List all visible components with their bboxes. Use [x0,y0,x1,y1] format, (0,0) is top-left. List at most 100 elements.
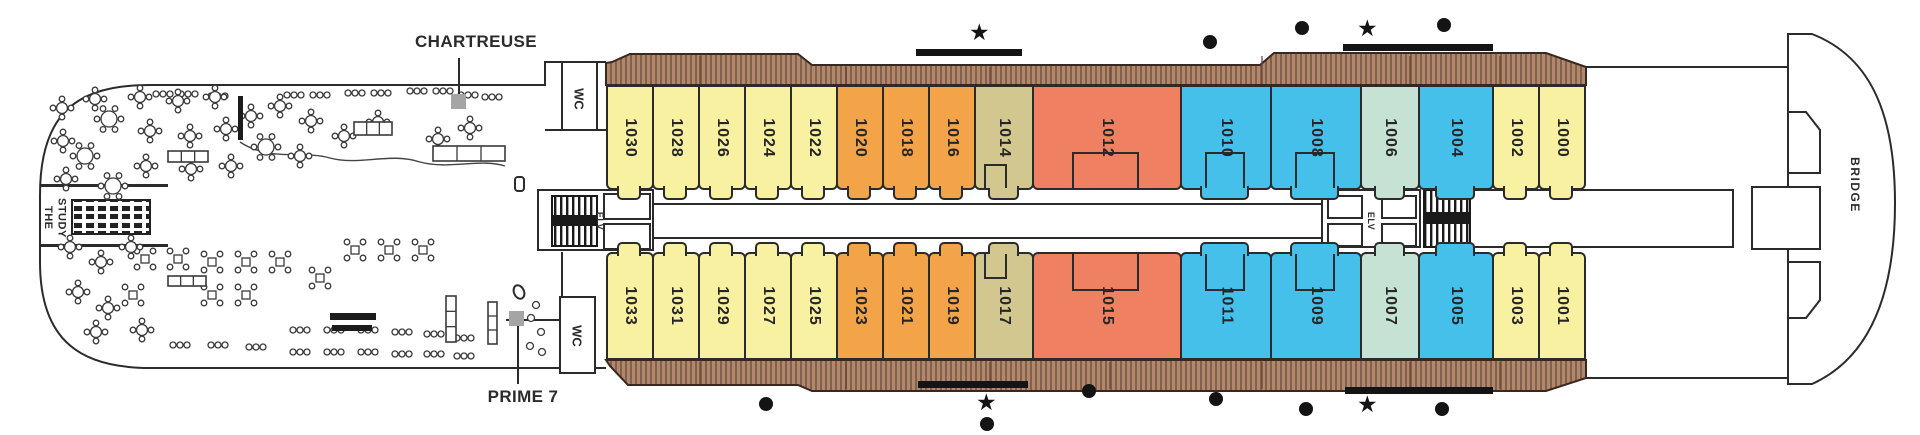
cabin-entry-tab [1503,186,1528,200]
cabin-1029[interactable]: 1029 [698,242,746,360]
cabin-1025[interactable]: 1025 [790,242,838,360]
elevator-cars [603,193,1417,250]
cabin-number: 1027 [760,286,777,326]
cabin-1002[interactable]: 1002 [1492,85,1540,200]
cabin-interior-wall [984,163,1007,188]
cabin-1024[interactable]: 1024 [744,85,792,200]
cabin-1011[interactable]: 1011 [1180,242,1272,360]
cabin-1010[interactable]: 1010 [1180,85,1272,200]
cabin-1007[interactable]: 1007 [1360,242,1420,360]
bar-mark [918,381,1028,388]
cabin-interior-wall [1294,151,1336,188]
cabin-entry-tab [939,242,964,256]
cabin-number: 1019 [944,286,961,326]
star-mark: ★ [1357,391,1378,417]
cabin-1004[interactable]: 1004 [1418,85,1494,200]
dot-mark [1437,18,1451,32]
cabin-entry-tab [1549,186,1574,200]
deck-fittings [239,141,526,300]
cabin-entry-tab [939,186,964,200]
cabin-1009[interactable]: 1009 [1270,242,1362,360]
cabin-1020[interactable]: 1020 [836,85,884,200]
cabin-interior-wall [1294,254,1336,292]
cabin-1017[interactable]: 1017 [974,242,1034,360]
cabin-entry-tab [893,242,918,256]
cabin-1030[interactable]: 1030 [606,85,654,200]
cabin-number: 1030 [622,117,639,158]
cabin-1005[interactable]: 1005 [1418,242,1494,360]
prime7-marker-line [517,326,519,384]
cabin-number: 1000 [1554,117,1571,158]
cabin-number: 1033 [622,286,639,326]
cabin-number: 1022 [806,117,823,158]
balcony-strip-bottom [604,359,1587,392]
cabin-1023[interactable]: 1023 [836,242,884,360]
wc-label-top: WC [571,88,587,110]
cabin-1033[interactable]: 1033 [606,242,654,360]
cabin-1006[interactable]: 1006 [1360,85,1420,200]
cabin-1026[interactable]: 1026 [698,85,746,200]
dot-mark [759,397,773,411]
cabin-entry-tab [847,242,872,256]
cabin-1028[interactable]: 1028 [652,85,700,200]
cabin-interior-wall [1204,254,1246,292]
cabin-entry-tab [663,186,688,200]
bridge-label: BRIDGE [1848,157,1862,213]
cabin-interior-wall [1071,151,1140,188]
study-label: THE STUDY [41,198,68,238]
prime7-label: PRIME 7 [487,387,559,406]
conference-table-icon [71,199,151,235]
star-mark: ★ [1357,15,1378,41]
cabin-number: 1023 [852,286,869,326]
cabin-entry-tab [617,186,642,200]
cabin-1021[interactable]: 1021 [882,242,930,360]
cabin-entry-tab [801,242,826,256]
cabin-entry-tab [1435,242,1475,256]
cabin-1019[interactable]: 1019 [928,242,976,360]
cabin-1001[interactable]: 1001 [1538,242,1586,360]
cabin-1022[interactable]: 1022 [790,85,838,200]
cabin-number: 1001 [1554,286,1571,326]
cabin-interior-wall [1204,151,1246,188]
star-mark: ★ [969,19,990,45]
chartreuse-marker [451,94,466,109]
cabin-1018[interactable]: 1018 [882,85,930,200]
cabin-number: 1025 [806,286,823,326]
dot-mark [1435,402,1449,416]
dot-mark [1295,21,1309,35]
cabin-interior-wall [1071,254,1140,292]
cabin-1015[interactable]: 1015 [1032,252,1182,360]
cabin-entry-tab [847,186,872,200]
cabin-1012[interactable]: 1012 [1032,85,1182,190]
cabin-number: 1007 [1382,286,1399,326]
cabin-interior-wall [984,254,1007,279]
dot-mark [1209,392,1223,406]
cabin-entry-tab [1435,186,1475,200]
cabin-1027[interactable]: 1027 [744,242,792,360]
cabin-1008[interactable]: 1008 [1270,85,1362,200]
dot-mark [1299,402,1313,416]
wc-rooms [559,61,598,374]
dot-mark [980,417,994,431]
cabin-1031[interactable]: 1031 [652,242,700,360]
cabin-number: 1006 [1382,117,1399,158]
cabin-1000[interactable]: 1000 [1538,85,1586,200]
cabin-entry-tab [709,186,734,200]
cabin-1003[interactable]: 1003 [1492,242,1540,360]
cabin-number: 1020 [852,117,869,158]
cabin-number: 1026 [714,117,731,158]
restaurant-seating [49,84,547,360]
cabin-entry-tab [1503,242,1528,256]
cabin-1014[interactable]: 1014 [974,85,1034,200]
cabin-number: 1002 [1508,117,1525,158]
cabin-entry-tab [1290,186,1339,200]
chartreuse-label: CHARTREUSE [414,32,538,51]
cabin-number: 1016 [944,117,961,158]
cabin-entry-tab [755,186,780,200]
cabin-number: 1004 [1448,117,1465,158]
cabin-entry-tab [801,186,826,200]
cabin-1016[interactable]: 1016 [928,85,976,200]
cabin-entry-tab [755,242,780,256]
